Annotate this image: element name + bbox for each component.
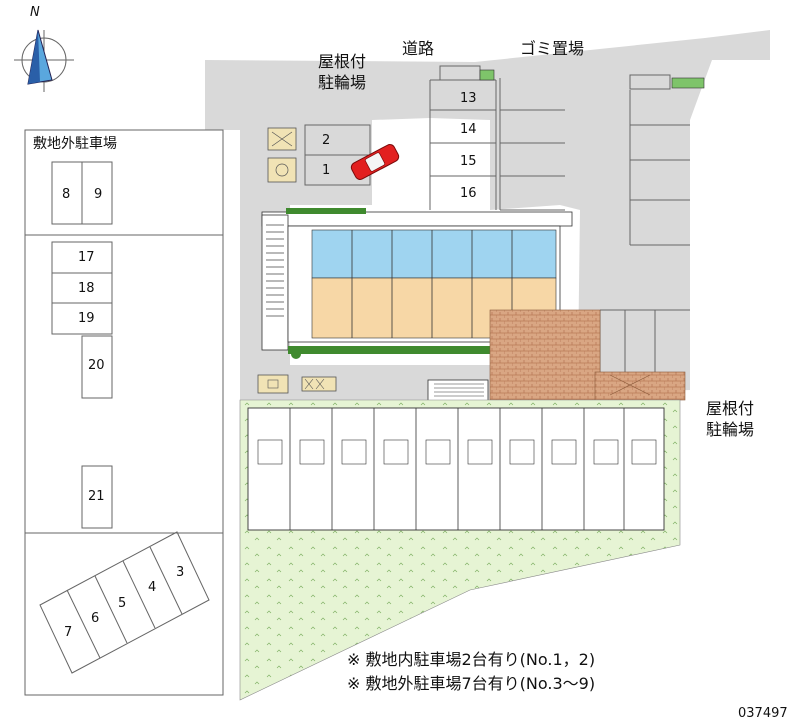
bike-parking-north-label-1: 屋根付 xyxy=(318,52,367,71)
garbage-bin-left xyxy=(479,69,495,81)
parking-space-13: 13 xyxy=(460,91,477,106)
north-parking-lot xyxy=(429,65,690,372)
bike-shelter-small xyxy=(257,374,289,394)
parking-space-18: 18 xyxy=(78,281,95,296)
parking-space-21: 21 xyxy=(88,489,105,504)
offsite-parking-panel xyxy=(24,129,224,696)
red-car-icon xyxy=(350,144,400,180)
parking-space-17: 17 xyxy=(78,250,95,265)
parking-space-2: 2 xyxy=(322,133,331,148)
note-onsite-parking: ※ 敷地内駐車場2台有り(No.1，2) xyxy=(347,650,596,669)
parking-space-19: 19 xyxy=(78,311,95,326)
parking-space-7: 7 xyxy=(64,625,73,640)
property-code: 037497 xyxy=(738,706,788,721)
parking-space-6: 6 xyxy=(91,611,100,626)
bike-parking-east-label-1: 屋根付 xyxy=(706,399,755,418)
parking-space-1: 1 xyxy=(322,163,331,178)
bike-shelter-north xyxy=(267,127,297,183)
brick-paving-east xyxy=(594,371,686,401)
north-arrow-compass xyxy=(14,29,74,92)
parking-space-3: 3 xyxy=(176,565,185,580)
brick-paving xyxy=(489,309,601,401)
parking-space-4: 4 xyxy=(148,580,157,595)
parking-space-20: 20 xyxy=(88,358,105,373)
bike-parking-north-label-2: 駐輪場 xyxy=(318,73,367,92)
hedge-northeast xyxy=(671,77,705,89)
garbage-area-label: ゴミ置場 xyxy=(520,39,585,58)
parking-space-14: 14 xyxy=(460,122,477,137)
building-lower xyxy=(247,407,665,531)
parking-space-8: 8 xyxy=(62,187,71,202)
parking-space-16: 16 xyxy=(460,186,477,201)
entrance-stairs xyxy=(427,379,489,403)
compass-north-label: N xyxy=(30,5,40,20)
bike-rack xyxy=(301,376,337,392)
parking-space-15: 15 xyxy=(460,154,477,169)
bike-parking-east-label-2: 駐輪場 xyxy=(706,420,755,439)
parking-space-5: 5 xyxy=(118,596,127,611)
note-offsite-parking: ※ 敷地外駐車場7台有り(No.3～9) xyxy=(347,674,596,693)
parking-space-9: 9 xyxy=(94,187,103,202)
road-label: 道路 xyxy=(402,39,435,58)
offsite-parking-title: 敷地外駐車場 xyxy=(33,136,117,152)
